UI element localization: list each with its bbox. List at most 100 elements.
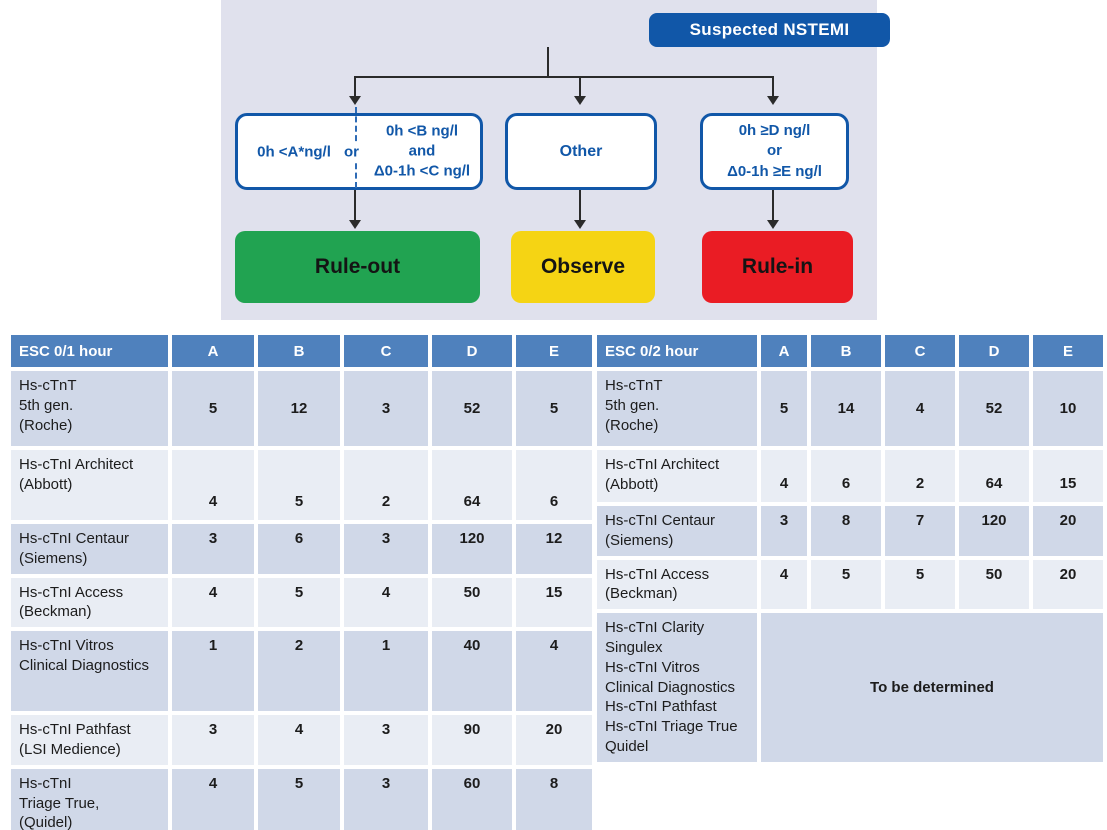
assay-label-cell: Hs-cTnI Triage True, (Quidel) [7, 764, 172, 830]
other-label: Other [559, 142, 603, 160]
value-cell: 20 [512, 711, 596, 769]
condition-and-line: and [408, 142, 436, 160]
rule-out-criteria-box: 0h <A*ng/l or 0h <B ng/l and Δ0-1h <C ng… [235, 107, 483, 190]
value-cell: 3 [757, 502, 811, 560]
value-cell: 2 [254, 627, 344, 716]
connector-right-stem [772, 78, 774, 96]
condition-d-line: 0h ≥D ng/l [738, 122, 811, 140]
value-cell: 5 [168, 367, 258, 450]
connector-left-stem [354, 78, 356, 96]
value-cell: 64 [955, 446, 1033, 506]
value-cell: 3 [340, 367, 432, 450]
rule-out-box: Rule-out [235, 231, 480, 303]
connector-left-stem-2 [354, 190, 356, 220]
condition-e-line: Δ0-1h ≥E ng/l [727, 162, 822, 180]
value-cell: 4 [168, 446, 258, 524]
assay-label-cell: Hs-cTnI Architect (Abbott) [593, 446, 761, 506]
value-cell: 15 [512, 573, 596, 632]
column-header-b: B [807, 331, 885, 371]
value-cell: 5 [757, 367, 811, 450]
value-cell: 5 [807, 555, 885, 614]
value-cell: 3 [168, 520, 258, 578]
condition-or-text: or [341, 142, 362, 161]
value-cell: 3 [340, 764, 432, 830]
column-header-e: E [512, 331, 596, 371]
condition-bc-text: 0h <B ng/l and Δ0-1h <C ng/l [368, 121, 476, 182]
condition-b-line: 0h <B ng/l [385, 122, 459, 140]
value-cell: 120 [428, 520, 516, 578]
esc-0-2-hour-table: ESC 0/2 hour A B C D E Hs-cTnT 5th gen. … [593, 331, 1107, 766]
assay-label-cell: Hs-cTnI Centaur (Siemens) [7, 520, 172, 578]
column-header-a: A [757, 331, 811, 371]
flowchart-panel: Suspected NSTEMI 0h <A*ng/l or 0h <B ng/… [221, 0, 890, 320]
value-cell: 4 [881, 367, 959, 450]
assay-label-cell: Hs-cTnI Clarity Singulex Hs-cTnI Vitros … [593, 609, 761, 766]
value-cell: 2 [881, 446, 959, 506]
column-header-d: D [955, 331, 1033, 371]
arrowhead-left-2 [349, 220, 361, 229]
value-cell: 5 [881, 555, 959, 614]
value-cell: 7 [881, 502, 959, 560]
connector-right-stem-2 [772, 190, 774, 220]
rule-in-label: Rule-in [741, 255, 814, 278]
arrowhead-middle-2 [574, 220, 586, 229]
value-cell: 20 [1029, 502, 1107, 560]
arrowhead-right-2 [767, 220, 779, 229]
value-cell: 4 [168, 573, 258, 632]
value-cell: 4 [512, 627, 596, 716]
table-row: Hs-cTnI Clarity Singulex Hs-cTnI Vitros … [593, 609, 1107, 766]
value-cell: 5 [254, 573, 344, 632]
value-cell: 1 [340, 627, 432, 716]
value-cell: 3 [340, 520, 432, 578]
arrowhead-right [767, 96, 779, 105]
table-title: ESC 0/1 hour [7, 331, 172, 371]
rule-out-label: Rule-out [314, 255, 401, 278]
value-cell: 60 [428, 764, 516, 830]
value-cell: 52 [428, 367, 516, 450]
value-cell: 4 [254, 711, 344, 769]
value-cell: 10 [1029, 367, 1107, 450]
value-cell: 14 [807, 367, 885, 450]
suspected-nstemi-label: Suspected NSTEMI [689, 20, 850, 39]
value-cell: 4 [757, 446, 811, 506]
arrowhead-left [349, 96, 361, 105]
column-header-a: A [168, 331, 258, 371]
value-cell: 5 [254, 446, 344, 524]
value-cell: 8 [512, 764, 596, 830]
column-header-c: C [340, 331, 432, 371]
value-cell: 12 [254, 367, 344, 450]
assay-label-cell: Hs-cTnI Access (Beckman) [7, 573, 172, 632]
value-cell: 40 [428, 627, 516, 716]
value-cell: 64 [428, 446, 516, 524]
value-cell: 12 [512, 520, 596, 578]
arrowhead-middle [574, 96, 586, 105]
condition-a-text: 0h <A*ng/l [257, 143, 331, 160]
connector-middle-stem-2 [579, 190, 581, 220]
value-cell: 6 [512, 446, 596, 524]
column-header-b: B [254, 331, 344, 371]
condition-c-line: Δ0-1h <C ng/l [373, 162, 471, 180]
value-cell: 4 [757, 555, 811, 614]
connector-horizontal [354, 76, 774, 78]
assay-label-cell: Hs-cTnI Pathfast (LSI Medience) [7, 711, 172, 769]
observe-label: Observe [540, 255, 626, 278]
assay-label-cell: Hs-cTnI Architect (Abbott) [7, 446, 172, 524]
esc-0-1-hour-table: ESC 0/1 hour A B C D E Hs-cTnT 5th gen. … [7, 331, 596, 830]
assay-label-cell: Hs-cTnT 5th gen. (Roche) [593, 367, 761, 450]
value-cell: 50 [955, 555, 1033, 614]
observe-box: Observe [511, 231, 655, 303]
value-cell: 6 [254, 520, 344, 578]
value-cell: 5 [254, 764, 344, 830]
value-cell: 52 [955, 367, 1033, 450]
rule-in-box: Rule-in [702, 231, 853, 303]
value-cell: 5 [512, 367, 596, 450]
assay-label-cell: Hs-cTnI Access (Beckman) [593, 555, 761, 614]
